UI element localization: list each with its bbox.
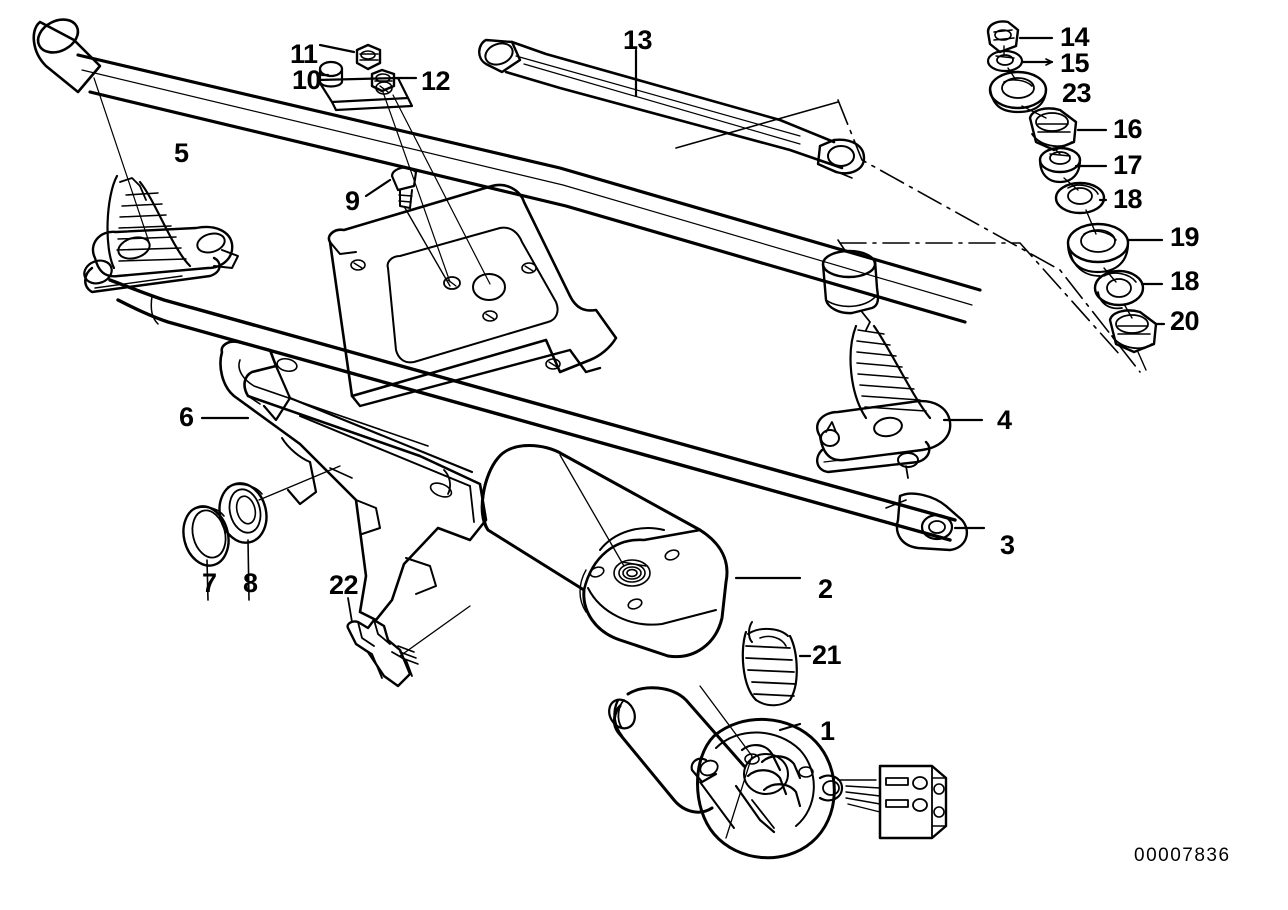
leader-line <box>559 454 625 567</box>
callout-18-lower: 18 <box>1170 266 1200 296</box>
grommet-7 <box>182 505 230 567</box>
right-wiper-bearing <box>816 249 952 479</box>
leader-line <box>725 755 753 839</box>
callout-12: 12 <box>421 66 451 96</box>
callout-22: 22 <box>329 570 359 600</box>
rubber-boot-21 <box>741 621 798 707</box>
gearbox-housing <box>480 444 729 659</box>
right-rod-bearing <box>885 492 969 552</box>
leader-line <box>364 178 392 198</box>
leader-line <box>399 605 471 657</box>
leader-line <box>318 43 356 54</box>
small-bracket-plate <box>316 43 414 112</box>
callout-3: 3 <box>1000 530 1015 560</box>
callout-21: 21 <box>812 640 842 670</box>
leader-line <box>778 722 802 732</box>
callout-20: 20 <box>1170 306 1200 336</box>
callout-8: 8 <box>243 568 258 598</box>
cross-linkage-arm <box>478 38 866 179</box>
callout-23: 23 <box>1062 78 1092 108</box>
leader-line <box>392 94 491 285</box>
dash-dot-leaders <box>837 99 1141 373</box>
diagram-part-number: 00007836 <box>1134 845 1231 866</box>
callout-2: 2 <box>818 574 833 604</box>
callout-10: 10 <box>292 65 322 95</box>
linkage-rod-upper <box>32 18 982 324</box>
callout-13: 13 <box>623 25 653 55</box>
hardware-stack <box>986 20 1158 371</box>
callout-6: 6 <box>179 402 194 432</box>
leader-line <box>206 559 209 601</box>
callout-4: 4 <box>997 405 1012 435</box>
leader-line <box>382 91 451 283</box>
leader-line <box>93 77 151 246</box>
callout-15: 15 <box>1060 48 1090 78</box>
callout-5: 5 <box>174 138 189 168</box>
callout-11: 11 <box>290 39 318 69</box>
stack-leader-lines <box>1018 36 1166 326</box>
wiper-motor <box>608 686 948 860</box>
left-ball-joint-boot <box>83 174 239 294</box>
callout-19: 19 <box>1170 222 1200 252</box>
linkage-rod-lower <box>108 278 957 542</box>
leader-line <box>258 465 341 501</box>
callout-7: 7 <box>202 568 217 598</box>
callout-16: 16 <box>1113 114 1143 144</box>
mounting-plate <box>327 183 618 408</box>
leader-line <box>699 685 753 757</box>
callout-9: 9 <box>345 186 360 216</box>
hex-bolt <box>390 166 451 287</box>
leader-line <box>247 539 250 601</box>
callout-14: 14 <box>1060 22 1090 52</box>
grommet-8 <box>218 482 268 544</box>
callout-18-upper: 18 <box>1113 184 1143 214</box>
callout-17: 17 <box>1113 150 1143 180</box>
callout-1: 1 <box>820 716 835 746</box>
leader-line <box>347 597 353 623</box>
